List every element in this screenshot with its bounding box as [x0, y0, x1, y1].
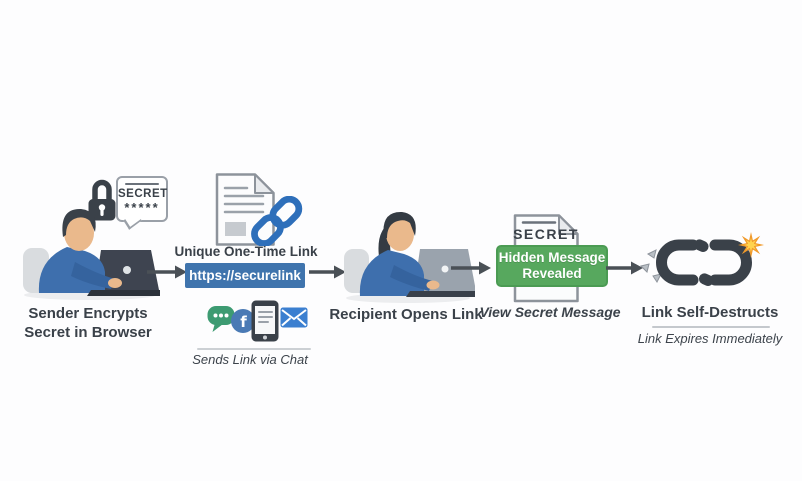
sender-person-illustration	[23, 208, 160, 300]
stage4-caption: View Secret Message	[479, 304, 621, 320]
stage3-caption: Recipient Opens Link	[329, 306, 483, 323]
revealed-message-banner: Hidden Message Revealed	[496, 245, 608, 287]
stage2-subcaption: Sends Link via Chat	[192, 352, 308, 367]
bubble-line	[125, 183, 159, 185]
stage5-subcaption: Link Expires Immediately	[637, 331, 783, 346]
stage5-divider	[652, 326, 770, 328]
stage5-caption: Link Self-Destructs	[641, 304, 779, 321]
stage1-caption-line1: Sender Encrypts	[28, 305, 148, 322]
stage1-caption: Sender Encrypts Secret in Browser	[8, 304, 168, 342]
banner-line1: Hidden Message	[498, 250, 606, 265]
envelope-icon	[280, 307, 308, 328]
debris	[640, 249, 662, 283]
arrow-icon	[451, 261, 491, 275]
stage2-title: Unique One-Time Link	[174, 244, 318, 259]
stage4-doc-label: SECRET	[513, 226, 579, 242]
chat-bubble-icon	[207, 306, 235, 332]
speech-bubble: SECRET *****	[116, 176, 168, 230]
stage2-divider	[197, 348, 311, 350]
banner-line2: Revealed	[522, 266, 582, 281]
bubble-password-stars: *****	[124, 200, 160, 215]
smartphone-icon	[251, 300, 279, 342]
url-text: https://securelink	[189, 268, 301, 283]
stage1-caption-line2: Secret in Browser	[24, 324, 152, 341]
bubble-secret-label: SECRET	[118, 188, 168, 200]
broken-chain-icon	[640, 232, 764, 286]
arrow-icon	[309, 265, 346, 279]
lock-icon	[88, 179, 116, 221]
spark-icon	[738, 232, 764, 258]
secure-link-url: https://securelink	[185, 263, 305, 288]
arrow-icon	[147, 265, 187, 279]
facebook-icon: f	[231, 309, 255, 333]
chain-link-icon	[251, 196, 303, 246]
svg-text:f: f	[240, 313, 247, 331]
recipient-person-illustration	[344, 211, 475, 303]
arrow-icon	[606, 261, 643, 275]
